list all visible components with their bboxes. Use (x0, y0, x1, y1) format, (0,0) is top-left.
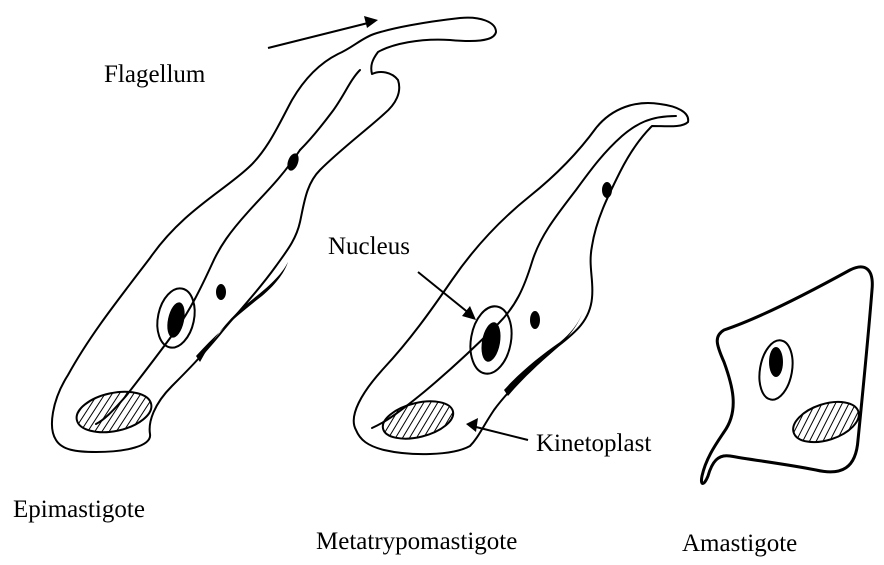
kinetoplast-label: Kinetoplast (536, 431, 651, 456)
nucleus-pointer (418, 272, 476, 320)
epimastigote-granule-top (285, 152, 301, 172)
amastigote-kinetoplast (788, 394, 864, 449)
amastigote-nucleolus (769, 347, 783, 377)
flagellum-label: Flagellum (104, 62, 205, 87)
epimastigote-nucleolus (164, 301, 187, 340)
metatrypomastigote-membrane-line (372, 116, 676, 428)
metatrypomastigote-label: Metatrypomastigote (316, 529, 517, 554)
kinetoplast-arrow-head (466, 418, 478, 432)
metatrypomastigote-kinetoplast (379, 395, 457, 445)
nucleus-label: Nucleus (328, 234, 410, 259)
metatrypomastigote-dark-rod (504, 314, 582, 396)
nucleus-arrow-line (418, 272, 470, 314)
epimastigote-granule (216, 284, 226, 300)
metatrypomastigote-body-outline (354, 103, 688, 454)
flagellum-arrow-head (364, 16, 378, 28)
metatrypomastigote-nucleolus (479, 321, 504, 364)
epimastigote-label: Epimastigote (13, 497, 145, 522)
epimastigote-flagellum-inner (300, 70, 360, 150)
metatrypomastigote-granule-top (602, 182, 612, 198)
epimastigote-kinetoplast (73, 386, 155, 439)
flagellum-pointer (268, 16, 378, 48)
amastigote-body-outline (701, 267, 872, 484)
kinetoplast-pointer (466, 418, 528, 440)
amastigote-label: Amastigote (682, 531, 797, 556)
metatrypomastigote-cell (354, 103, 688, 454)
metatrypomastigote-granule (530, 311, 540, 329)
amastigote-cell (701, 267, 872, 484)
